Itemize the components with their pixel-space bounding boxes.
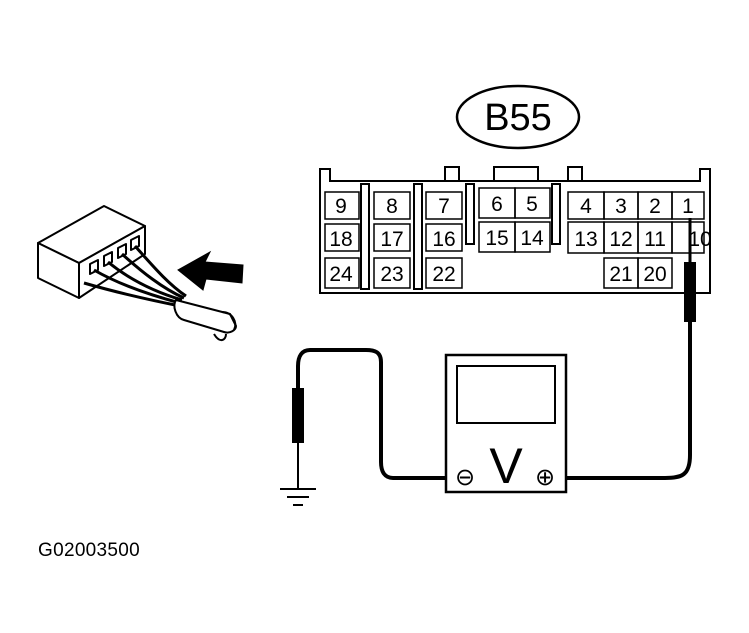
connector-label: B55	[484, 97, 552, 139]
connector-face	[319, 166, 711, 294]
pin-6: 6	[491, 193, 503, 216]
arrow-icon	[177, 250, 244, 291]
negative-terminal-icon: ⊖	[455, 464, 475, 491]
ground-icon	[280, 488, 316, 506]
pin-17: 17	[380, 228, 403, 251]
pin-23: 23	[380, 263, 403, 286]
pin-22: 22	[432, 263, 455, 286]
pin-7: 7	[438, 195, 450, 218]
connector-sketch	[37, 205, 237, 341]
pin-13: 13	[574, 228, 597, 251]
pin-24: 24	[329, 263, 353, 286]
pin-18: 18	[329, 228, 352, 251]
meter-display	[456, 365, 556, 424]
pin-20: 20	[643, 263, 666, 286]
positive-probe	[566, 218, 696, 480]
pin-14: 14	[520, 227, 544, 250]
pin-5: 5	[526, 193, 538, 216]
pin-2: 2	[649, 195, 661, 218]
pin-8: 8	[386, 195, 398, 218]
figure-code: G02003500	[38, 540, 141, 561]
pin-11: 11	[644, 228, 666, 251]
voltage-symbol: V	[489, 438, 523, 494]
pin-numbers: 9 8 7 6 5 4 3 2 1 18 17 16 15 14 13 12 1…	[329, 193, 711, 286]
pin-10: 10	[688, 228, 711, 251]
pin-4: 4	[580, 195, 592, 218]
voltmeter: V ⊖ ⊕	[444, 353, 568, 494]
negative-probe	[292, 348, 446, 488]
pin-12: 12	[609, 228, 632, 251]
pin-9: 9	[335, 195, 347, 218]
pin-15: 15	[485, 227, 508, 250]
pin-21: 21	[609, 263, 632, 286]
connector-label-oval	[455, 84, 581, 150]
positive-terminal-icon: ⊕	[535, 464, 555, 491]
pin-3: 3	[615, 195, 627, 218]
pin-16: 16	[432, 228, 455, 251]
pin-1: 1	[682, 195, 694, 218]
